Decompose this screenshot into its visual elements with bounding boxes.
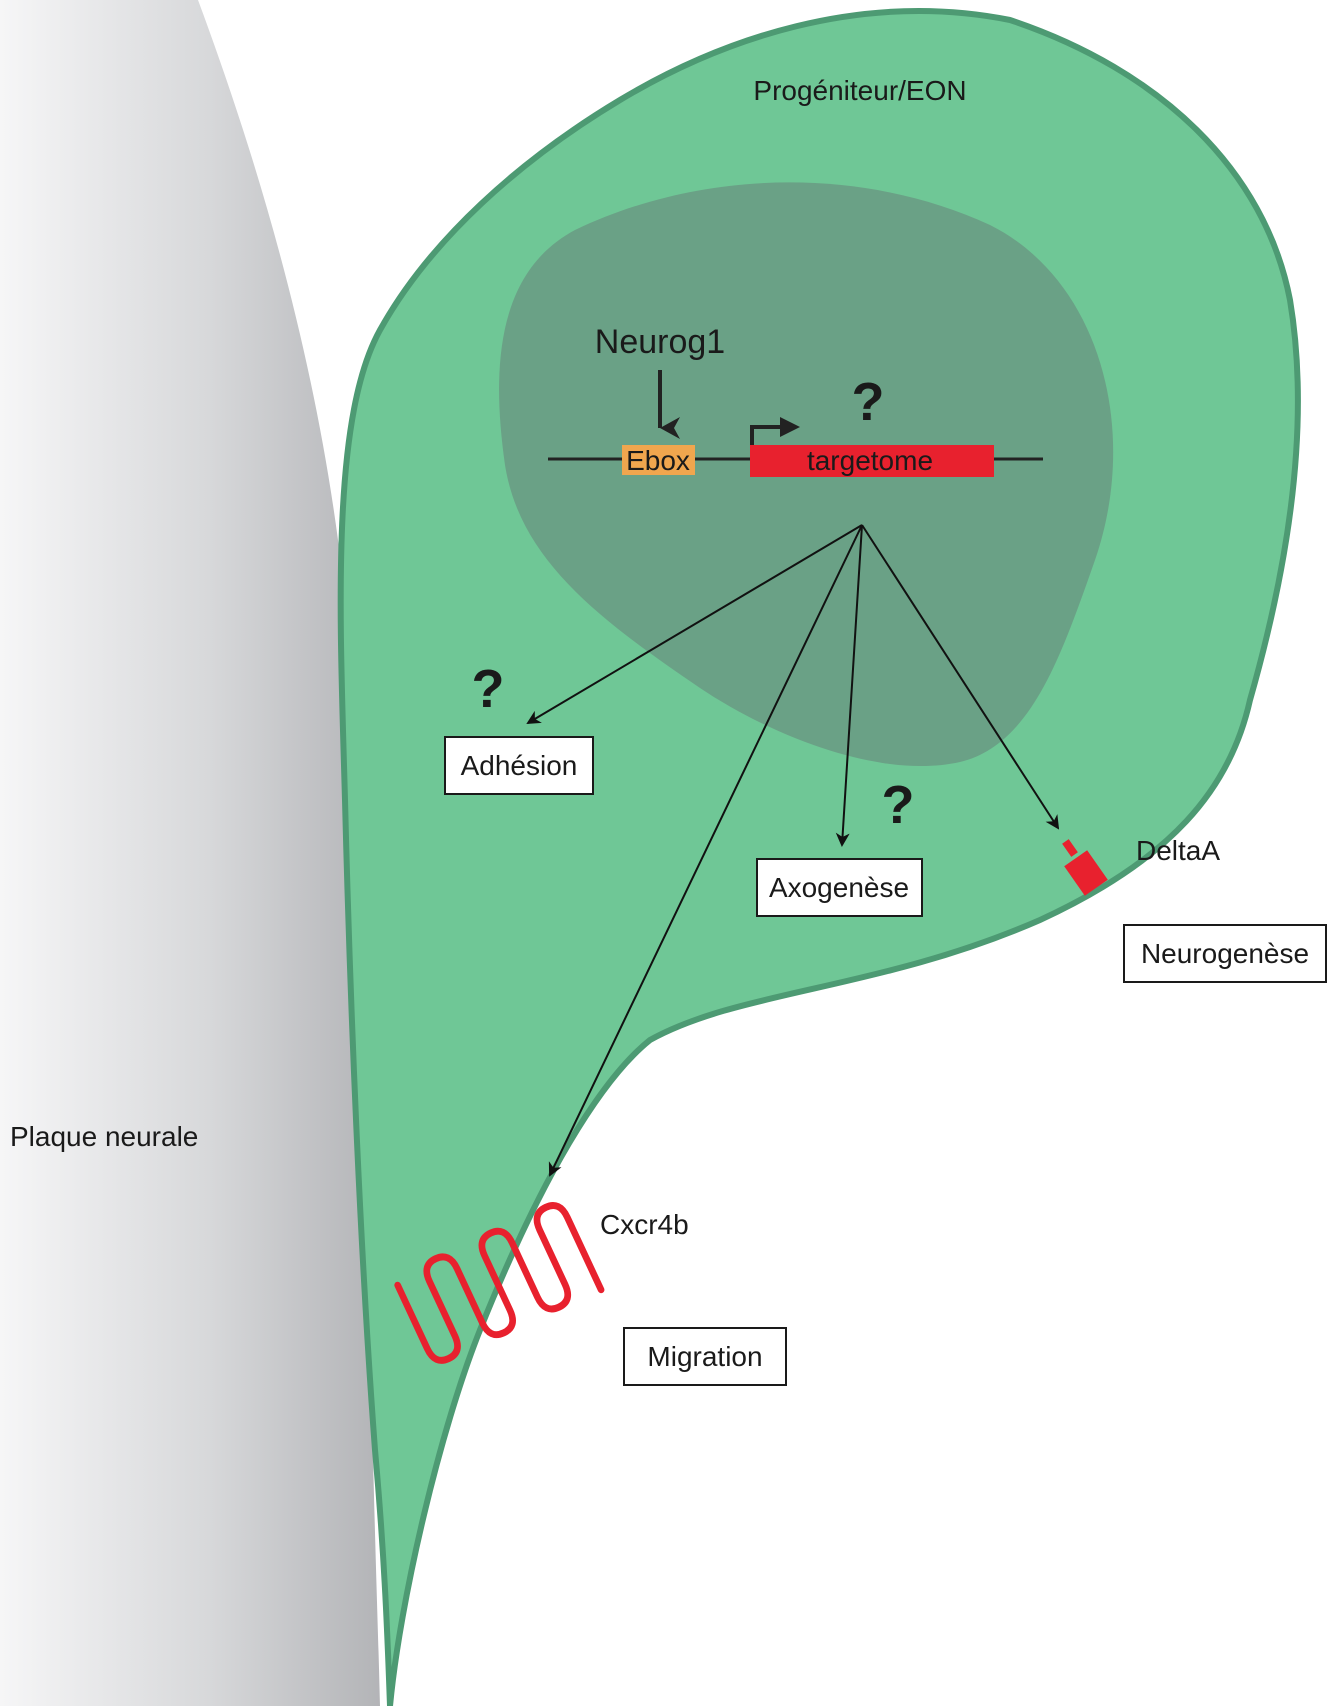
- arrow-to-cxcr4b: [548, 524, 863, 1177]
- migration-label: Migration: [647, 1341, 762, 1372]
- neurog1-label: Neurog1: [595, 323, 725, 361]
- promoter-arrow: [750, 425, 782, 445]
- adhesion-box: [444, 736, 594, 795]
- cell-label: Progéniteur/EON: [753, 75, 966, 106]
- promoter-arrowhead: [780, 417, 800, 437]
- neural-plate: [0, 0, 380, 1706]
- deltaa-receptor: [1062, 839, 1108, 896]
- arrow-to-axogenese: [835, 524, 863, 847]
- ebox-element: [622, 445, 695, 475]
- axogenese-box: [756, 858, 923, 917]
- cxcr4b-receptor: [394, 1202, 605, 1364]
- axogenese-label: Axogenèse: [769, 872, 909, 903]
- deltaa-label: DeltaA: [1136, 835, 1220, 866]
- targetome-label: targetome: [807, 445, 933, 476]
- targetome-gene: [750, 445, 994, 477]
- arrow-to-deltaa: [861, 524, 1060, 830]
- ebox-label: Ebox: [626, 445, 690, 476]
- adhesion-label: Adhésion: [461, 750, 578, 781]
- question-mark-axogenese: ?: [882, 775, 915, 835]
- migration-box: [623, 1327, 787, 1386]
- neurogenese-label: Neurogenèse: [1141, 938, 1309, 969]
- arrow-to-adhesion: [526, 524, 863, 725]
- question-mark-adhesion: ?: [472, 659, 505, 719]
- neurogenese-box: [1123, 924, 1327, 983]
- plate-label: Plaque neurale: [10, 1121, 198, 1152]
- question-mark-targetome: ?: [852, 372, 885, 432]
- cxcr4b-label: Cxcr4b: [600, 1209, 689, 1240]
